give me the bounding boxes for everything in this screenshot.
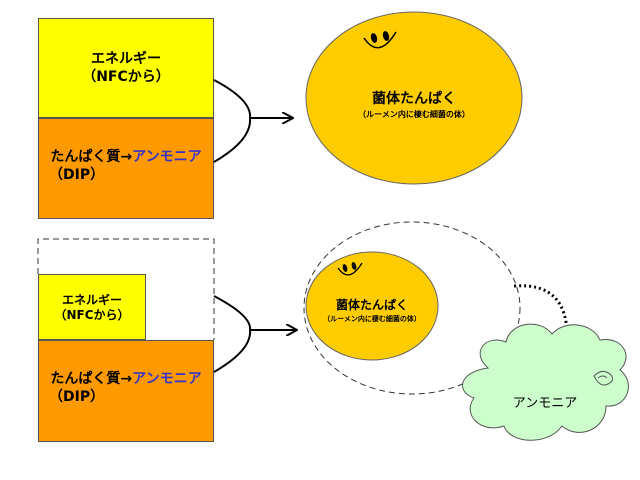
bottom-microbial-protein: 菌体たんぱく xyxy=(335,298,408,312)
bottom-microbial-note: （ルーメン内に棲む細菌の体） xyxy=(323,315,421,323)
cloud-shape xyxy=(462,323,629,441)
top-protein-line: たんぱく質→アンモニア xyxy=(39,149,213,167)
smiley-face-icon xyxy=(363,31,397,49)
top-energy-source: （NFCから） xyxy=(82,68,170,85)
top-microbe-circle xyxy=(305,11,523,185)
top-energy-label: エネルギー xyxy=(91,51,161,67)
brace-icon xyxy=(213,79,252,163)
top-ammonia-inline: アンモニア xyxy=(132,149,202,165)
missing-energy-outline xyxy=(37,238,215,340)
bottom-microbe-text: 菌体たんぱく （ルーメン内に棲む細菌の体） xyxy=(302,296,442,324)
ammonia-cloud-label: アンモニア xyxy=(512,396,578,411)
smiley-face-icon xyxy=(337,262,363,276)
top-energy-block: エネルギー （NFCから） xyxy=(38,18,214,118)
bottom-protein-block: たんぱく質→アンモニア （DIP） xyxy=(38,340,214,442)
top-protein-label: たんぱく質→ xyxy=(50,149,133,165)
bottom-protein-label: たんぱく質→ xyxy=(50,371,133,387)
bottom-ammonia-inline: アンモニア xyxy=(132,371,202,387)
bottom-protein-line: たんぱく質→アンモニア xyxy=(39,371,213,389)
bottom-energy-text: エネルギー （NFCから） xyxy=(39,293,145,323)
bottom-energy-label: エネルギー xyxy=(61,293,122,307)
bottom-protein-source: （DIP） xyxy=(49,388,105,405)
bottom-energy-source: （NFCから） xyxy=(54,308,130,322)
top-microbe-text: 菌体たんぱく （ルーメン内に棲む細菌の体） xyxy=(314,88,514,120)
top-microbial-protein: 菌体たんぱく xyxy=(372,91,456,107)
brace-icon xyxy=(213,295,252,373)
bottom-energy-block: エネルギー （NFCから） xyxy=(38,274,146,340)
top-protein-source: （DIP） xyxy=(49,166,105,183)
bottom-microbe-circle xyxy=(305,251,439,361)
former-microbe-outline xyxy=(303,221,521,395)
top-microbial-note: （ルーメン内に棲む細菌の体） xyxy=(358,110,470,119)
top-energy-text: エネルギー （NFCから） xyxy=(39,51,213,86)
top-protein-text: たんぱく質→アンモニア （DIP） xyxy=(39,149,213,184)
bottom-protein-text: たんぱく質→アンモニア （DIP） xyxy=(39,371,213,406)
top-protein-block: たんぱく質→アンモニア （DIP） xyxy=(38,118,214,219)
